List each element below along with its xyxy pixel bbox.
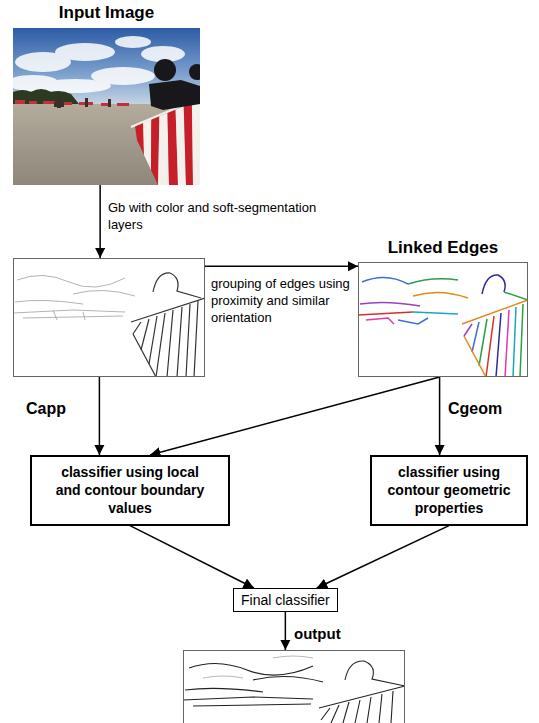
input-image-panel: Input Image	[13, 28, 200, 185]
output-map	[183, 650, 405, 723]
linked-edges-map	[358, 262, 528, 377]
edge-map-panel	[13, 258, 205, 377]
process-label: classifier using local and contour bound…	[54, 463, 206, 518]
panel-heading: Linked Edges	[359, 238, 527, 258]
edge-label: Capp	[24, 400, 68, 418]
trees	[13, 89, 79, 104]
process-box: classifier using local and contour bound…	[30, 455, 230, 526]
input-photo	[13, 28, 200, 185]
ground	[13, 104, 200, 185]
process-box: classifier using contour geometric prope…	[370, 455, 528, 526]
process-label: classifier using contour geometric prope…	[380, 463, 518, 518]
edge-label: Cgeom	[446, 400, 504, 418]
output-panel: output	[183, 650, 405, 723]
connector-arrow	[150, 377, 440, 455]
edge-map	[13, 258, 205, 377]
connector-arrow	[439, 377, 441, 455]
spectator	[149, 59, 200, 110]
connector-arrow	[205, 266, 358, 268]
connector-arrow	[130, 526, 254, 588]
connector-arrow	[99, 377, 101, 455]
connector-arrow	[317, 526, 449, 588]
panel-heading: Input Image	[13, 3, 200, 23]
connector-arrow	[99, 185, 101, 258]
process-label: Final classifier	[241, 592, 330, 608]
connector-arrow	[285, 612, 287, 650]
panel-heading: output	[184, 625, 404, 642]
striped-drape	[131, 98, 200, 185]
linked-edges-panel: Linked Edges	[358, 262, 528, 377]
riders	[54, 96, 111, 108]
process-box: Final classifier	[233, 588, 338, 612]
edge-label: Gb with color and soft-segmentation laye…	[108, 200, 318, 234]
edge-label: grouping of edges using proximity and si…	[211, 276, 356, 327]
crowd	[15, 100, 129, 106]
